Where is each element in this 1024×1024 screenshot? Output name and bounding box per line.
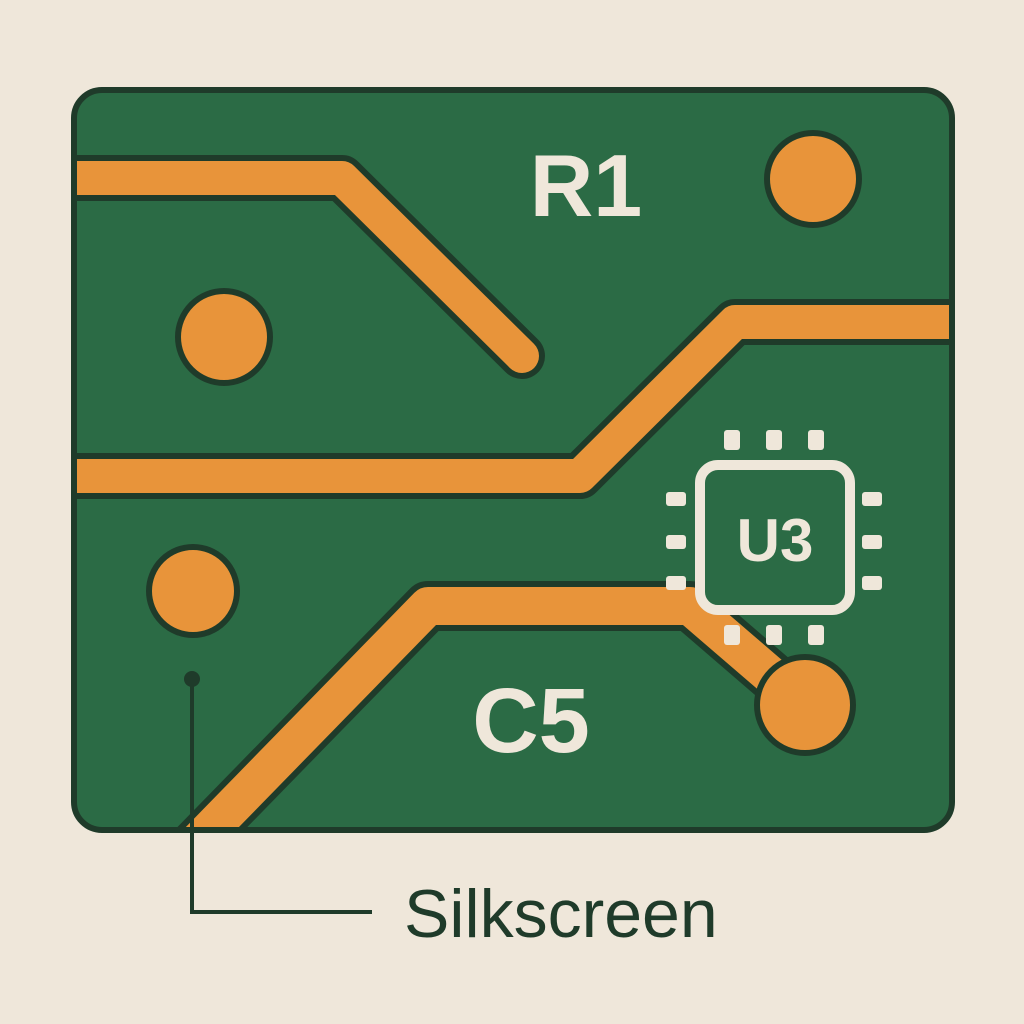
ic-chip-icon	[666, 430, 882, 645]
copper-trace-middle	[77, 299, 949, 499]
label-u3: U3	[737, 507, 814, 574]
pad-top-right	[764, 130, 862, 228]
pad-bottom-right	[754, 654, 856, 756]
copper-trace-top	[77, 155, 545, 379]
callout-label-silkscreen: Silkscreen	[404, 876, 718, 952]
pad-left-lower	[146, 544, 240, 638]
pad-left-upper	[175, 288, 273, 386]
label-r1: R1	[530, 136, 643, 235]
copper-trace-bottom	[172, 581, 822, 827]
callout-leader-line	[184, 671, 372, 914]
label-c5: C5	[472, 670, 590, 772]
